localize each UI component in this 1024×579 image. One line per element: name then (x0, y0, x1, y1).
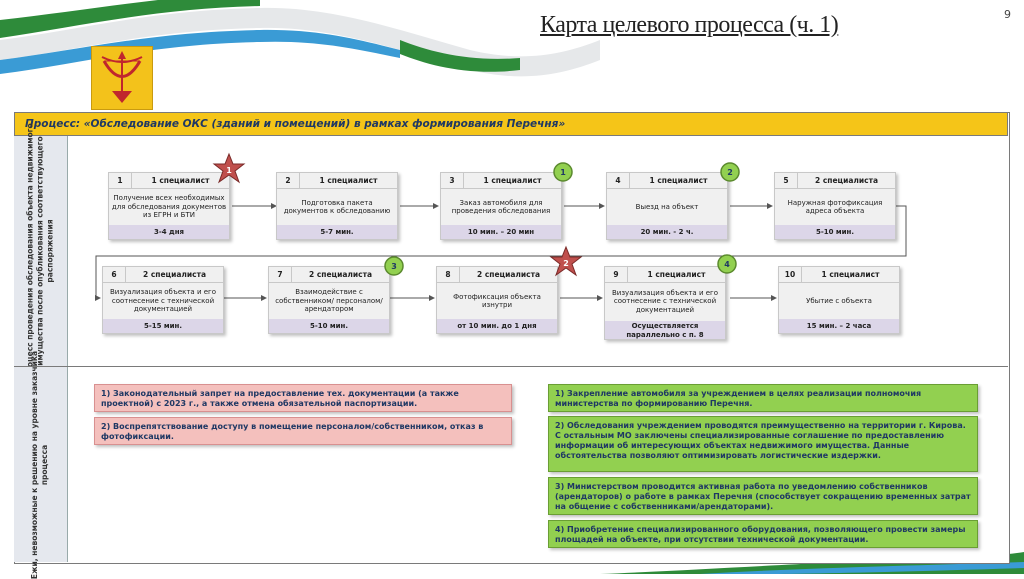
step-text: Наружная фотофиксация адреса объекта (787, 198, 883, 216)
step-staff: 1 специалист (151, 176, 210, 185)
coat-of-arms-logo (91, 46, 153, 110)
step-duration: 5-15 мин. (103, 319, 223, 333)
step-number: 5 (775, 173, 798, 188)
process-title: Процесс: «Обследование ОКС (зданий и пом… (14, 112, 1008, 136)
step-8: 8 2 специалиста Фотофиксация объекта изну… (436, 266, 558, 334)
star-marker-1-label: 1 (226, 166, 232, 175)
solution-3: 3) Министерством проводится активная раб… (548, 477, 978, 515)
step-staff: 1 специалист (649, 176, 708, 185)
step-text: Фотофиксация объекта изнутри (453, 292, 541, 310)
step-9: 9 1 специалист Визуализация объекта и его… (604, 266, 726, 340)
step-staff: 2 специалиста (814, 176, 879, 185)
ribbon-blue-band (0, 29, 400, 75)
step-duration: 5-7 мин. (277, 225, 397, 239)
step-text: Взаимодействие с собственником/ персонал… (275, 288, 383, 314)
solution-2: 2) Обследования учреждением проводятся п… (548, 416, 978, 472)
section-divider (14, 366, 1008, 367)
side-label-issues: Ежи, невозможные к решению на уровне зак… (14, 350, 68, 579)
side-label-process: Процесс проведения обследования объекта … (14, 123, 68, 379)
step-6: 6 2 специалиста Визуализация объекта и ег… (102, 266, 224, 334)
step-number: 4 (607, 173, 630, 188)
step-4: 4 1 специалист Выезд на объект 20 мин. - … (606, 172, 728, 240)
step-duration: от 10 мин. до 1 дня (437, 319, 557, 333)
step-3: 3 1 специалист Заказ автомобиля для прове… (440, 172, 562, 240)
step-7: 7 2 специалиста Взаимодействие с собствен… (268, 266, 390, 334)
step-staff: 2 специалиста (142, 270, 207, 279)
step-staff: 1 специалист (647, 270, 706, 279)
step-number: 6 (103, 267, 126, 282)
step-duration: 20 мин. - 2 ч. (607, 225, 727, 239)
circle-marker-1: 1 (553, 162, 573, 182)
slide-title: Карта целевого процесса (ч. 1) (540, 12, 839, 38)
issue-1: 1) Законодательный запрет на предоставле… (94, 384, 512, 412)
step-duration: 3-4 дня (109, 225, 229, 239)
step-text: Заказ автомобиля для проведения обследов… (451, 198, 551, 216)
star-marker-1: 1 (212, 152, 246, 184)
step-staff: 1 специалист (821, 270, 880, 279)
step-duration: 5-10 мин. (775, 225, 895, 239)
step-5: 5 2 специалиста Наружная фотофиксация адр… (774, 172, 896, 240)
step-staff: 1 специалист (483, 176, 542, 185)
step-staff: 2 специалиста (476, 270, 541, 279)
circle-marker-2: 2 (720, 162, 740, 182)
circle-marker-4-label: 4 (724, 260, 730, 269)
step-duration: 15 мин. – 2 часа (779, 319, 899, 333)
circle-marker-3: 3 (384, 256, 404, 276)
circle-marker-3-label: 3 (391, 262, 397, 271)
arrow-5-6 (95, 205, 907, 301)
step-text: Визуализация объекта и его соотнесение с… (109, 288, 216, 314)
step-duration: Осуществляется параллельно с п. 8 (605, 321, 725, 339)
solution-1: 1) Закрепление автомобиля за учреждением… (548, 384, 978, 412)
step-staff: 1 специалист (319, 176, 378, 185)
step-staff: 2 специалиста (308, 270, 373, 279)
step-text: Визуализация объекта и его соотнесение с… (611, 288, 718, 314)
step-number: 3 (441, 173, 464, 188)
step-number: 2 (277, 173, 300, 188)
step-number: 9 (605, 267, 628, 282)
step-1: 1 1 специалист Получение всех необходимых… (108, 172, 230, 240)
step-text: Выезд на объект (635, 202, 699, 211)
ribbon-green-band-2 (400, 40, 520, 72)
bow-arrow-emblem (101, 51, 143, 103)
circle-marker-2-label: 2 (727, 168, 733, 177)
step-2: 2 1 специалист Подготовка пакета документ… (276, 172, 398, 240)
step-text: Подготовка пакета документов к обследова… (283, 198, 391, 216)
star-marker-2-label: 2 (563, 259, 569, 268)
step-duration: 5-10 мин. (269, 319, 389, 333)
page-number: 9 (1004, 8, 1011, 21)
step-number: 8 (437, 267, 460, 282)
step-10: 10 1 специалист Убытие с объекта 15 мин. … (778, 266, 900, 334)
issue-2: 2) Воспрепятствование доступу в помещени… (94, 417, 512, 445)
circle-marker-4: 4 (717, 254, 737, 274)
step-duration: 10 мин. – 20 мин (441, 225, 561, 239)
circle-marker-1-label: 1 (560, 168, 566, 177)
step-text: Получение всех необходимых для обследова… (111, 194, 227, 220)
step-number: 7 (269, 267, 292, 282)
step-number: 10 (779, 267, 802, 282)
step-number: 1 (109, 173, 132, 188)
ribbon-bottom-blue (700, 562, 1024, 574)
step-text: Убытие с объекта (806, 296, 872, 305)
ribbon-green-band (0, 0, 260, 38)
solution-4: 4) Приобретение специализированного обор… (548, 520, 978, 548)
star-marker-2: 2 (549, 245, 583, 277)
